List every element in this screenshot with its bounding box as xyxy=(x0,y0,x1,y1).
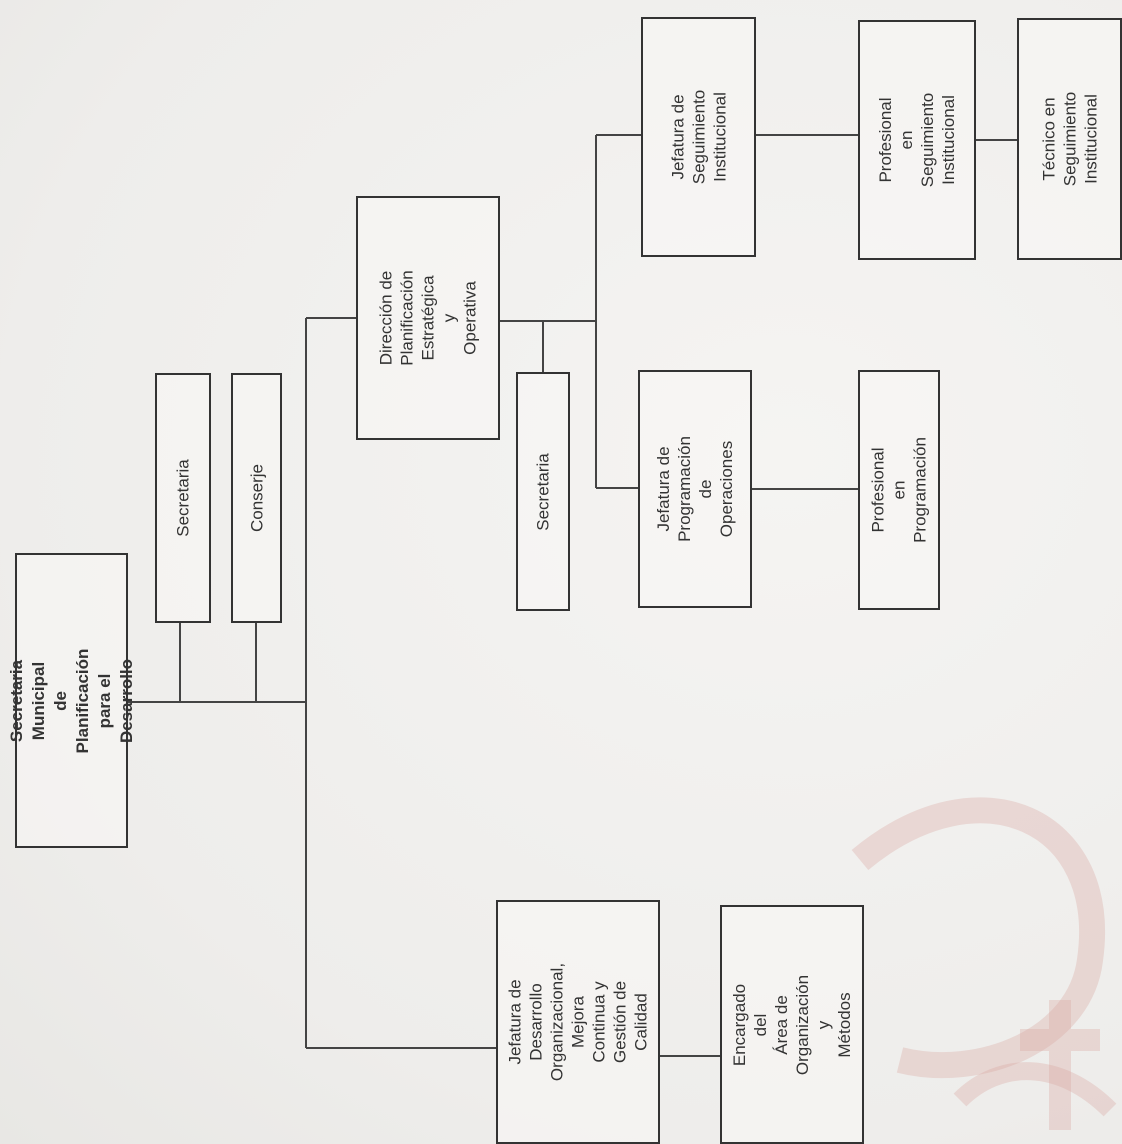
node-label: Jefatura de Programación de Operaciones xyxy=(654,436,736,542)
node-label: Jefatura de Desarrollo Organizacional, M… xyxy=(505,962,651,1082)
node-jefatura-seguimiento: Jefatura de Seguimiento Institucional xyxy=(641,17,756,257)
node-secretaria-municipal: Secretaria Municipal de Planificación pa… xyxy=(7,553,136,848)
node-label: Secretaria xyxy=(173,459,193,537)
node-label: Conserje xyxy=(247,463,266,533)
node-label: Dirección de Planificación Estratégica y… xyxy=(376,270,480,366)
node-label: Profesional en Programación xyxy=(868,437,930,543)
node-tecnico-seguimiento: Técnico en Seguimiento Institucional xyxy=(1017,18,1122,260)
node-label: Secretaria Municipal de Planificación pa… xyxy=(6,648,136,753)
watermark-emblem xyxy=(851,797,1117,1130)
node-label: Técnico en Seguimiento Institucional xyxy=(1039,91,1100,187)
node-encargado-organizacion: Encargado del Área de Organización y Mét… xyxy=(720,905,864,1144)
node-profesional-programacion: Profesional en Programación xyxy=(858,370,940,610)
node-secretaria-direccion: Secretaria xyxy=(516,372,570,611)
node-profesional-seguimiento: Profesional en Seguimiento Institucional xyxy=(858,20,976,260)
node-jefatura-desarrollo: Jefatura de Desarrollo Organizacional, M… xyxy=(496,900,660,1144)
node-label: Jefatura de Seguimiento Institucional xyxy=(668,89,729,185)
node-conserje: Conserje xyxy=(231,373,282,623)
node-label: Profesional en Seguimiento Institucional xyxy=(876,92,958,188)
node-secretaria: Secretaria xyxy=(155,373,211,623)
node-direccion: Dirección de Planificación Estratégica y… xyxy=(356,196,500,440)
node-jefatura-programacion: Jefatura de Programación de Operaciones xyxy=(638,370,752,608)
node-label: Secretaria xyxy=(533,452,553,531)
node-label: Encargado del Área de Organización y Mét… xyxy=(730,974,854,1075)
